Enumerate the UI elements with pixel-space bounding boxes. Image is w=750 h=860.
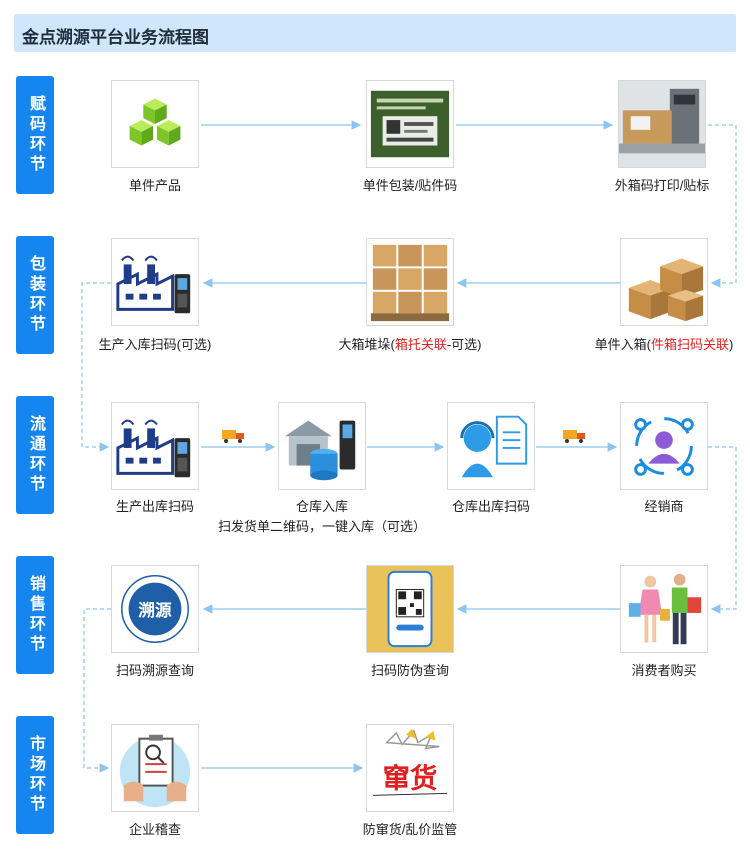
pallet-boxes-icon — [370, 244, 450, 322]
counterfeit-stamp-icon: 窜货 — [372, 728, 448, 796]
node-trace-query: 溯源 — [111, 565, 199, 653]
label-anti-fake: 扫码防伪查询 — [370, 663, 450, 678]
node-counterfeit: 窜货 — [366, 724, 454, 812]
label-warehouse-in: 仓库入库 — [295, 499, 349, 514]
cubes-icon — [129, 98, 181, 146]
node-warehouse-out — [447, 402, 535, 490]
node-consumer — [620, 565, 708, 653]
node-single-product — [111, 80, 199, 168]
node-prod-out — [111, 402, 199, 490]
counterfeit-stamp-text: 窜货 — [383, 763, 438, 795]
node-boxing — [620, 238, 708, 326]
dealer-network-icon — [634, 417, 694, 476]
stage-sales: 销售环节 — [16, 556, 54, 674]
truck-icon — [222, 430, 244, 443]
audit-clipboard-icon — [119, 734, 191, 808]
trace-badge-text: 溯源 — [138, 600, 172, 620]
factory-scanner-icon — [116, 419, 191, 478]
node-anti-fake — [366, 565, 454, 653]
stage-market-label: 市场环节 — [27, 735, 44, 815]
arrow-dealer-to-consumer — [708, 446, 737, 614]
shoppers-icon — [628, 573, 702, 645]
label-prod-in: 生产入库扫码(可选) — [98, 337, 212, 352]
label-single-product: 单件产品 — [128, 178, 182, 193]
label-warehouse-out: 仓库出库扫码 — [451, 499, 531, 514]
label-outer-box: 外箱码打印/贴标 — [614, 178, 710, 193]
node-outer-box — [618, 80, 706, 168]
label-consumer: 消费者购买 — [631, 663, 697, 678]
label-tag-icon — [370, 90, 450, 158]
label-counterfeit: 防窜货/乱价监管 — [362, 822, 458, 837]
label-trace-query: 扫码溯源查询 — [115, 663, 195, 678]
label-prod-out: 生产出库扫码 — [115, 499, 195, 514]
node-audit — [111, 724, 199, 812]
node-dealer — [620, 402, 708, 490]
label-pallet-red: 箱托关联 — [394, 337, 447, 352]
arrow-trace-to-audit — [83, 608, 111, 773]
stage-market: 市场环节 — [16, 716, 54, 834]
truck-icon — [563, 430, 585, 443]
arrow-prodin-to-prodout — [81, 282, 111, 452]
operator-document-icon — [460, 415, 528, 478]
label-boxing-red: 件箱扫码关联 — [650, 337, 730, 352]
label-warehouse-in-note: 扫发货单二维码，一键入库（可选） — [217, 519, 427, 534]
warehouse-database-icon — [284, 420, 356, 481]
label-pallet-pre: 大箱堆垛( — [338, 337, 395, 352]
title-bar: 金点溯源平台业务流程图 — [14, 14, 736, 52]
stage-coding: 赋码环节 — [16, 76, 54, 194]
stage-coding-label: 赋码环节 — [27, 95, 44, 175]
factory-scanner-icon — [116, 255, 191, 314]
label-single-pack: 单件包装/贴件码 — [362, 178, 458, 193]
label-pallet: 大箱堆垛(箱托关联-可选) — [338, 334, 481, 353]
label-boxing-pre: 单件入箱( — [594, 337, 651, 352]
node-pallet — [366, 238, 454, 326]
label-pallet-post: -可选) — [446, 337, 482, 352]
stage-packing: 包装环节 — [16, 236, 54, 354]
label-boxing: 单件入箱(件箱扫码关联) — [595, 334, 734, 353]
label-boxing-post: ) — [729, 337, 734, 352]
stage-sales-label: 销售环节 — [27, 575, 44, 655]
label-printer-icon — [619, 81, 705, 167]
node-single-pack — [366, 80, 454, 168]
phone-qr-icon — [367, 566, 453, 652]
label-audit: 企业稽查 — [128, 822, 182, 837]
trace-badge-icon: 溯源 — [121, 575, 189, 643]
node-prod-in — [111, 238, 199, 326]
stage-packing-label: 包装环节 — [27, 255, 44, 335]
arrow-outer-to-boxing — [708, 124, 737, 288]
node-warehouse-in — [278, 402, 366, 490]
label-dealer: 经销商 — [644, 499, 684, 514]
page-title: 金点溯源平台业务流程图 — [22, 28, 209, 47]
open-boxes-icon — [628, 258, 704, 322]
stage-circulation-label: 流通环节 — [27, 415, 44, 495]
stage-circulation: 流通环节 — [16, 396, 54, 514]
